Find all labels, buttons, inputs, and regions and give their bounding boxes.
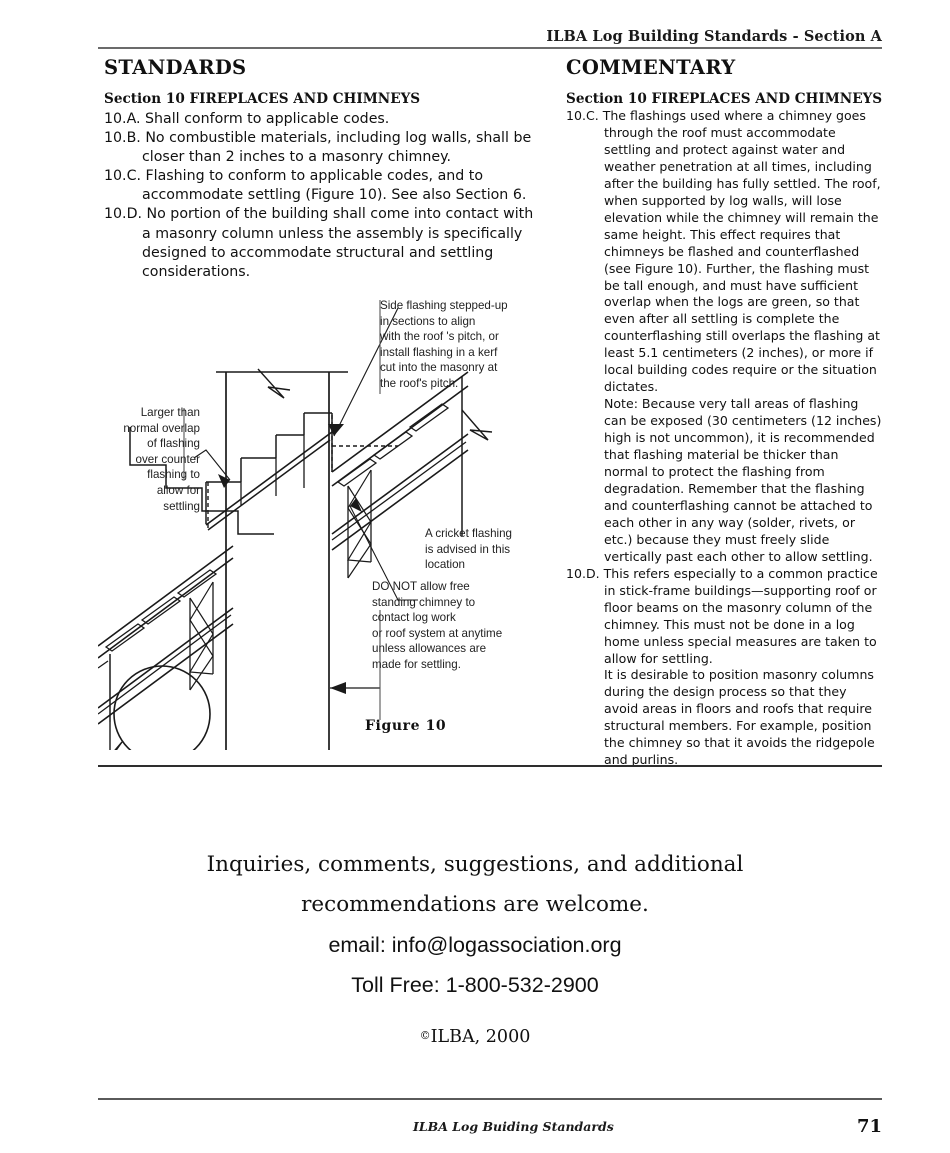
standards-column-heading: STANDARDS bbox=[104, 56, 247, 79]
contact-line-1: Inquiries, comments, suggestions, and ad… bbox=[206, 852, 744, 877]
contact-toll-free: Toll Free: 1-800-532-2900 bbox=[351, 973, 599, 997]
commentary-column-heading: COMMENTARY bbox=[566, 56, 736, 79]
standards-item: 10.A. Shall conform to applicable codes. bbox=[104, 111, 390, 127]
commentary-item: 10.C. The flashings used where a chimney… bbox=[566, 108, 881, 395]
callout-larger-overlap: Larger than normal overlap of flashing o… bbox=[123, 406, 200, 513]
contact-block: Inquiries, comments, suggestions, and ad… bbox=[0, 845, 950, 1047]
header-rule bbox=[98, 47, 882, 49]
commentary-section-heading: Section 10 FIREPLACES AND CHIMNEYS bbox=[566, 91, 883, 107]
copyright-symbol: © bbox=[419, 1029, 431, 1042]
standards-section-heading: Section 10 FIREPLACES AND CHIMNEYS bbox=[104, 91, 421, 107]
commentary-item: It is desirable to position masonry colu… bbox=[604, 667, 875, 768]
callout-do-not-contact: DO NOT allow free standing chimney to co… bbox=[372, 580, 503, 671]
callout-side-flashing: Side flashing stepped-up in sections to … bbox=[380, 299, 508, 390]
contact-email[interactable]: email: info@logassociation.org bbox=[328, 933, 622, 957]
commentary-body: 10.C. The flashings used where a chimney… bbox=[566, 108, 884, 769]
content-divider-rule bbox=[98, 765, 882, 767]
copyright-notice: ©ILBA, 2000 bbox=[0, 1027, 950, 1047]
running-header: ILBA Log Building Standards - Section A bbox=[546, 28, 882, 45]
standards-item: 10.B. No combustible materials, includin… bbox=[104, 130, 532, 166]
figure-caption: Figure 10 bbox=[365, 718, 447, 734]
footer-rule bbox=[98, 1098, 882, 1100]
standards-item: 10.D. No portion of the building shall c… bbox=[104, 206, 534, 280]
callout-cricket-flashing: A cricket flashing is advised in this lo… bbox=[425, 527, 512, 572]
commentary-item: Note: Because very tall areas of flashin… bbox=[604, 396, 882, 564]
contact-line-2: recommendations are welcome. bbox=[301, 892, 649, 917]
copyright-text: ILBA, 2000 bbox=[430, 1027, 531, 1047]
commentary-item: 10.D. This refers especially to a common… bbox=[566, 565, 878, 666]
standards-item: 10.C. Flashing to conform to applicable … bbox=[104, 168, 527, 204]
standards-body: 10.A. Shall conform to applicable codes.… bbox=[104, 110, 540, 282]
page-number: 71 bbox=[856, 1116, 882, 1137]
footer-title: ILBA Log Buiding Standards bbox=[413, 1119, 614, 1134]
